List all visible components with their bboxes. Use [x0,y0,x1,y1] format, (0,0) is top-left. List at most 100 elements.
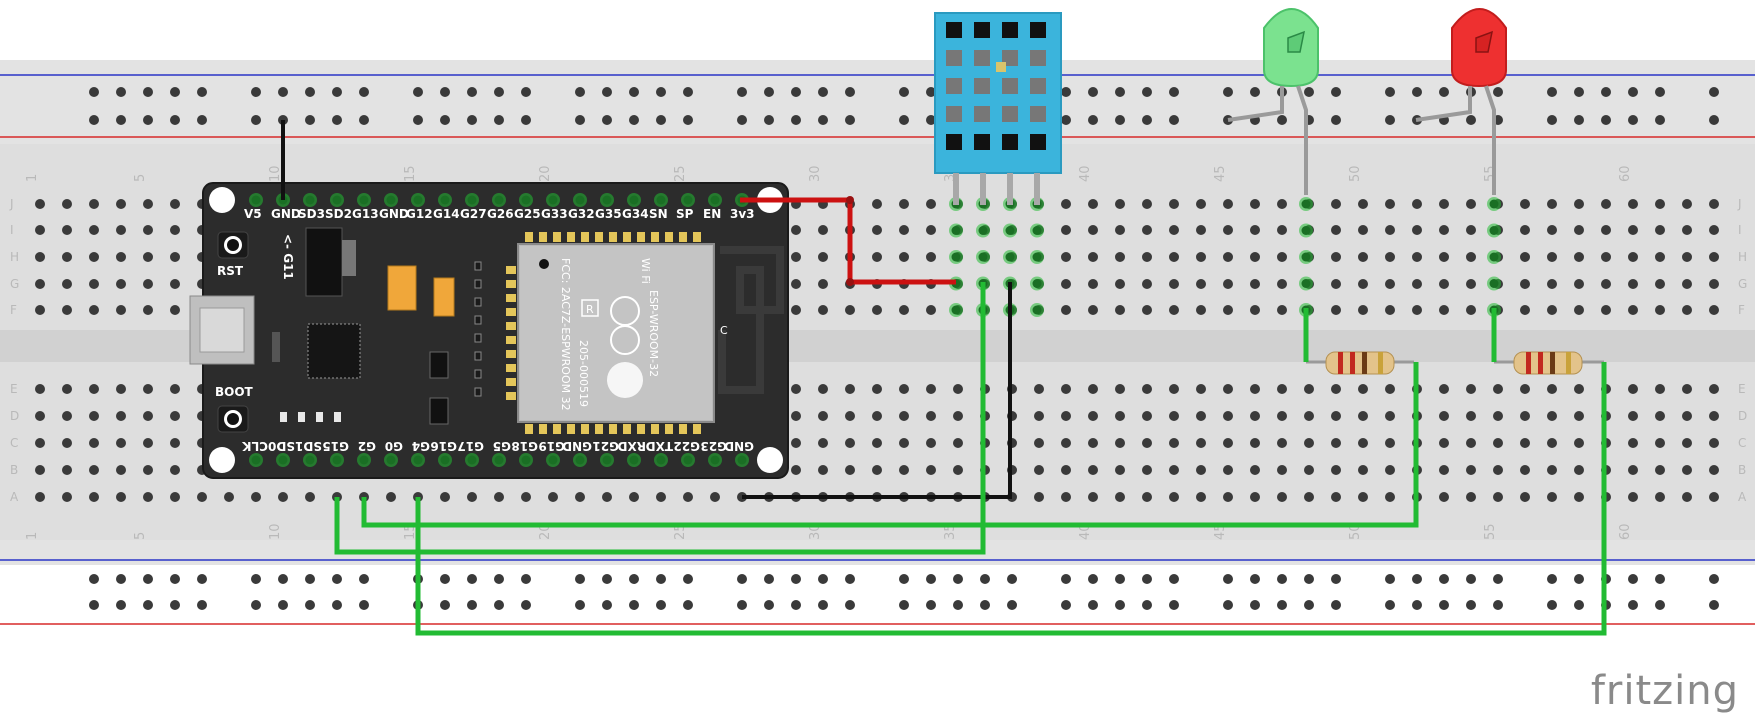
hole [62,384,72,394]
hole [1439,199,1449,209]
hole [89,438,99,448]
wire-power [740,197,956,285]
hole [170,411,180,421]
connected-hole-center [278,455,288,465]
connected-hole-center [494,455,504,465]
dht-vent [974,50,990,66]
top-pin-label: G27 [460,207,487,221]
rail-hole [332,600,342,610]
connected-hole-center [1032,226,1042,235]
connected-hole-center [305,195,315,205]
hole [62,279,72,289]
hole [872,252,882,262]
hole [818,305,828,315]
hole [1574,438,1584,448]
dht-pin [953,173,959,205]
rail-hole [1115,574,1125,584]
bottom-pin-label: G16 [430,439,457,453]
rail-hole [1466,600,1476,610]
hole [62,438,72,448]
col-label-top: 1 [25,174,40,182]
bottom-pin-label: G5 [493,439,511,453]
hole [1547,465,1557,475]
hole [1196,252,1206,262]
rail-hole [1007,600,1017,610]
hole [1682,199,1692,209]
rail-hole [1142,87,1152,97]
hole [1088,411,1098,421]
capacitor [433,277,455,317]
hole [1061,279,1071,289]
rail-hole [116,115,126,125]
resistor-1 [1306,351,1414,375]
rail-hole [1385,600,1395,610]
hole [872,384,882,394]
rail-hole [89,87,99,97]
rail-hole [278,574,288,584]
hole [1196,305,1206,315]
rail-hole [1007,574,1017,584]
module-pin [567,232,575,242]
hole [872,199,882,209]
top-pin-label: G14 [433,207,460,221]
row-label-right: B [1738,463,1746,477]
hole [845,411,855,421]
rail-hole [1574,574,1584,584]
hole [1304,411,1314,421]
rail-hole [791,87,801,97]
rail-hole [1142,115,1152,125]
connected-hole-center [1032,252,1042,262]
hole [143,225,153,235]
rail-hole [1439,574,1449,584]
rail-hole [1466,574,1476,584]
col-label-bottom: 25 [673,523,688,540]
connected-hole-center [413,195,423,205]
rail-hole [629,574,639,584]
dht-vent [1030,134,1046,150]
col-label-bottom: 60 [1618,523,1633,540]
rail-hole [170,574,180,584]
rail-hole [899,115,909,125]
hole [1655,465,1665,475]
hole [926,384,936,394]
rail-hole [305,115,315,125]
hole [899,384,909,394]
hole [1061,492,1071,502]
row-label-left: B [10,463,18,477]
hole [1547,279,1557,289]
hole [1520,279,1530,289]
hole [116,411,126,421]
wire-green-led [361,362,1419,528]
module-cert: 205-000519 [577,340,590,407]
rail-hole [467,87,477,97]
hole [1115,411,1125,421]
hole [1142,199,1152,209]
hole [1655,225,1665,235]
hole [1439,465,1449,475]
rail-hole [1655,87,1665,97]
rail-hole [143,87,153,97]
hole [1250,279,1260,289]
dht-vent [1030,106,1046,122]
hole [1601,252,1611,262]
rail-hole [197,574,207,584]
hole [1385,252,1395,262]
hole [89,384,99,394]
hole [818,279,828,289]
hole [1223,411,1233,421]
rail-hole [332,115,342,125]
hole [35,411,45,421]
rail-hole [494,574,504,584]
rail-hole [494,115,504,125]
hole [1169,438,1179,448]
col-label-bottom: 45 [1213,523,1228,540]
bottom-pin-label: GND [724,439,754,453]
hole [1412,225,1422,235]
hole [953,411,963,421]
hole [116,465,126,475]
rail-hole [683,574,693,584]
rail-hole [1466,115,1476,125]
rail-hole [1547,87,1557,97]
hole [1520,492,1530,502]
hole [494,492,504,502]
